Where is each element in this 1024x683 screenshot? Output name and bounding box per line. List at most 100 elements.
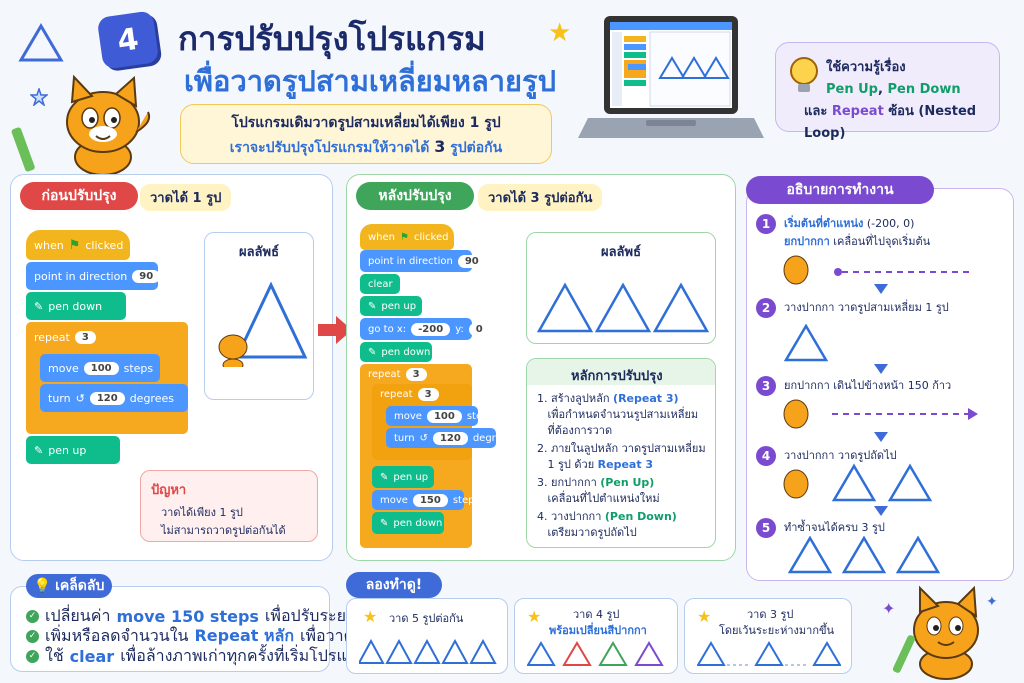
after-result-label: ผลลัพธ์ [600,245,642,260]
try-card-2-label: วาด 4 รูป [573,608,620,621]
star-icon: ★ [548,18,572,48]
step4-illustration [783,463,933,502]
before-result-stage: ผลลัพธ์ [204,232,314,400]
principle-2: 2. ภายในลูปหลัก วาดรูปสามเหลี่ยม 1 รูป ด… [537,442,706,471]
pen-icon: ✎ [380,517,389,529]
knowledge-box: ใช้ความรู้เรื่อง Pen Up, Pen Down และ Re… [775,42,1000,141]
page-title: การปรับปรุงโปรแกรม [178,19,486,58]
star-icon: ★ [363,607,378,626]
intro-box: โปรแกรมเดิมวาดรูปสามเหลี่ยมได้เพียง 1 รู… [180,104,552,164]
page-subtitle: เพื่อวาดรูปสามเหลี่ยมหลายรูป [184,64,556,98]
rotate-ccw-icon: ↺ [419,432,428,444]
block-when-flag-clicked[interactable]: when⚑clicked [26,230,130,260]
rotate-ccw-icon: ↺ [75,391,85,405]
block-pen-up[interactable]: ✎pen up [26,436,120,464]
try-card-2[interactable]: ★ วาด 4 รูป พร้อมเปลี่ยนสีปากกา [514,598,678,674]
try-card-1[interactable]: ★ วาด 5 รูปต่อกัน [346,598,508,674]
try-title: ลองทำดู! [346,572,442,598]
try-card-2-sublabel: พร้อมเปลี่ยนสีปากกา [549,624,647,637]
explain-step-1: 1 เริ่มต้นที่ตำแหน่ง (-200, 0)ยกปากกา เค… [756,214,930,250]
intro-line-1: โปรแกรมเดิมวาดรูปสามเหลี่ยมได้เพียง 1 รู… [231,115,501,131]
after-caption: วาดได้ 3 รูปต่อกัน [478,184,603,211]
block-clear[interactable]: clear [360,274,400,294]
four-colored-triangles-drawing [527,641,664,666]
lightbulb-icon [790,57,818,92]
pen-icon: ✎ [34,299,44,313]
svg-text:✦: ✦ [986,594,998,610]
try-card-3-sublabel: โดยเว้นระยะห่างมากขึ้น [719,624,835,637]
explain-title: อธิบายการทำงาน [746,176,934,204]
try-card-3-label: วาด 3 รูป [747,608,794,621]
pen-icon: ✎ [368,346,377,358]
check-icon: ✓ [26,649,39,663]
three-spaced-triangles-drawing [697,641,841,666]
problem-line1: วาดได้เพียง 1 รูป [161,506,243,519]
principles-box: หลักการปรับปรุง 1. สร้างลูปหลัก (Repeat … [526,358,716,548]
step3-illustration [783,399,978,429]
five-triangles-drawing [359,639,497,664]
pen-icon: ✎ [380,471,389,483]
principle-1: 1. สร้างลูปหลัก (Repeat 3) เพื่อกำหนดจำน… [537,392,699,437]
star-icon: ★ [527,607,542,626]
arrow-down-icon [874,432,888,442]
lesson-number-badge: 4 [96,10,160,70]
block-pen-up-3[interactable]: ✎pen up [372,466,434,488]
single-triangle-drawing [218,281,308,367]
block-when-flag-clicked-2[interactable]: when⚑clicked [360,224,454,250]
green-flag-icon: ⚑ [400,231,409,243]
block-pen-down[interactable]: ✎pen down [26,292,126,320]
knowledge-line1: ใช้ความรู้เรื่อง [826,60,906,75]
check-icon: ✓ [26,609,39,623]
scratch-cat-mascot-icon: ✦ ✦ [882,585,998,680]
block-pen-down-2[interactable]: ✎pen down [360,342,432,362]
arrow-right-icon [318,316,352,344]
scratch-cat-mascot-icon [11,74,151,176]
block-pen-up-2[interactable]: ✎pen up [360,296,422,316]
three-triangles-drawing [536,282,710,333]
step2-triangle [784,324,828,362]
intro-line-2: เราจะปรับปรุงโปรแกรมให้วาดได้ 3 รูปต่อกั… [229,137,503,156]
block-pen-down-3[interactable]: ✎pen down [372,512,444,534]
laptop-scratch-editor-icon [578,16,764,138]
lightbulb-icon: 💡 [33,578,52,594]
knowledge-line3: และ Repeat ซ้อน (Nested Loop) [804,104,977,141]
green-flag-icon: ⚑ [68,237,81,253]
star-doodle-icon [30,88,48,106]
arrow-down-icon [874,506,888,516]
try-card-3[interactable]: ★ วาด 3 รูป โดยเว้นระยะห่างมากขึ้น [684,598,852,674]
knowledge-line2: Pen Up, Pen Down [826,82,961,97]
problem-title: ปัญหา [151,483,187,498]
after-result-stage: ผลลัพธ์ [526,232,716,344]
pen-icon: ✎ [368,300,377,312]
try-card-1-label: วาด 5 รูปต่อกัน [389,612,464,625]
star-icon: ★ [697,607,712,626]
before-tag: ก่อนปรับปรุง [20,182,138,210]
tips-title: 💡เคล็ดลับ [26,574,112,598]
arrow-down-icon [874,364,888,374]
problem-box: ปัญหา วาดได้เพียง 1 รูป ไม่สามารถวาดรูปต… [140,470,318,542]
step5-three-triangles [788,536,941,574]
pen-icon: ✎ [34,443,44,457]
principles-title: หลักการปรับปรุง [571,369,663,384]
check-icon: ✓ [26,629,39,643]
before-caption: วาดได้ 1 รูป [140,184,232,211]
principle-4: 4. วางปากกา (Pen Down) เตรียมวาดรูปถัดไป [537,510,677,539]
step1-illustration [783,255,972,285]
triangle-doodle-icon [18,23,64,62]
